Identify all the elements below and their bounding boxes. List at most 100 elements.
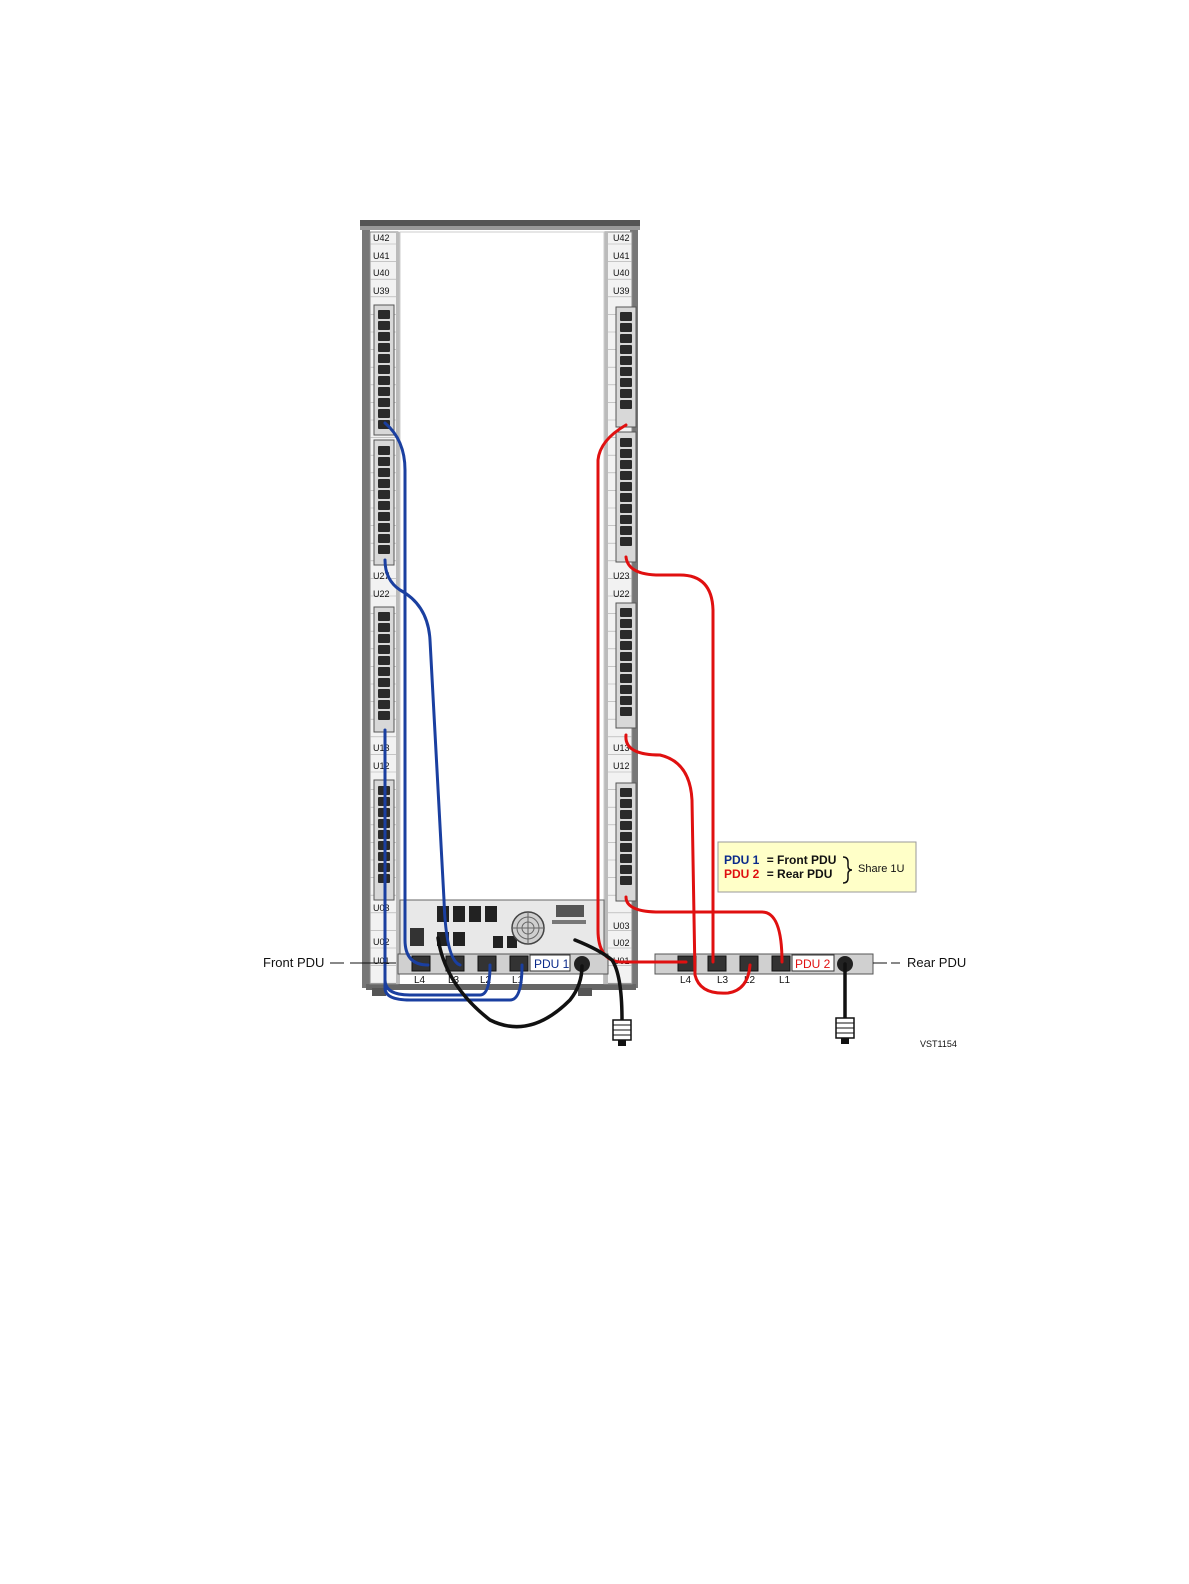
u-label: U02 <box>613 938 630 948</box>
bar-outlet <box>378 376 390 385</box>
bar-outlet <box>620 378 632 387</box>
bar-outlet <box>378 545 390 554</box>
front-pdu: PDU 1 L4 L3 L2 L1 <box>398 954 608 986</box>
figure-id: VST1154 <box>920 1039 957 1049</box>
svg-text:PDU 1 = Front PDU: PDU 1 = Front PDU <box>724 853 836 867</box>
u-label: U02 <box>373 937 390 947</box>
bar-outlet <box>620 674 632 683</box>
legend-box: PDU 1 = Front PDU PDU 2 = Rear PDU Share… <box>718 842 916 892</box>
u-label: U13 <box>373 743 390 753</box>
bar-outlet <box>378 534 390 543</box>
bar-outlet <box>620 707 632 716</box>
bar-outlet <box>620 663 632 672</box>
u-label: U39 <box>613 286 630 296</box>
u-label: U22 <box>613 589 630 599</box>
bar-outlet <box>620 843 632 852</box>
bar-outlet <box>378 700 390 709</box>
bar-outlet <box>620 312 632 321</box>
u-label: U42 <box>373 233 390 243</box>
bar-outlet <box>378 711 390 720</box>
legend-share: Share 1U <box>858 863 905 875</box>
bar-outlet <box>620 367 632 376</box>
u-label: U03 <box>373 903 390 913</box>
front-pdu-plug-icon <box>613 1020 631 1046</box>
bar-outlet <box>620 876 632 885</box>
bar-outlet <box>378 656 390 665</box>
bar-outlet <box>378 446 390 455</box>
bar-outlet <box>620 504 632 513</box>
bottom-equipment <box>400 900 604 954</box>
u-label: U41 <box>373 251 390 261</box>
rear-pdu-callout-label: Rear PDU <box>907 955 966 970</box>
bar-outlet <box>378 612 390 621</box>
u-label: U12 <box>613 761 630 771</box>
bar-outlet <box>620 788 632 797</box>
bar-outlet <box>620 696 632 705</box>
legend-pdu1-eq: = Front PDU <box>767 853 837 867</box>
bar-outlet <box>378 634 390 643</box>
bar-outlet <box>378 689 390 698</box>
bar-outlet <box>620 537 632 546</box>
u-label: U39 <box>373 286 390 296</box>
bar-outlet <box>620 608 632 617</box>
front-pdu-outlet-label: L4 <box>414 975 426 986</box>
bar-outlet <box>620 854 632 863</box>
bar-outlet <box>620 641 632 650</box>
u-label: U41 <box>613 251 630 261</box>
bar-outlet <box>620 323 632 332</box>
front-pdu-callout-label: Front PDU <box>263 955 324 970</box>
bar-outlet <box>378 321 390 330</box>
bar-outlet <box>378 645 390 654</box>
rear-pdu-name: PDU 2 <box>795 957 831 971</box>
bar-outlet <box>378 678 390 687</box>
bar-outlet <box>620 356 632 365</box>
u-label: U12 <box>373 761 390 771</box>
bar-outlet <box>378 667 390 676</box>
u-label: U01 <box>373 956 390 966</box>
bar-outlet <box>378 409 390 418</box>
bar-outlet <box>378 354 390 363</box>
front-pdu-name: PDU 1 <box>534 957 570 971</box>
rear-pdu-outlet-label: L1 <box>779 975 791 986</box>
bar-outlet <box>620 865 632 874</box>
bar-outlet <box>378 398 390 407</box>
bar-outlet <box>378 365 390 374</box>
bar-outlet <box>620 389 632 398</box>
rear-cable-4 <box>626 897 782 962</box>
u-label: U42 <box>613 233 630 243</box>
bar-outlet <box>378 468 390 477</box>
svg-text:PDU 2 = Rear PDU: PDU 2 = Rear PDU <box>724 867 832 881</box>
fan-icon <box>512 912 544 944</box>
bar-outlet <box>620 471 632 480</box>
bar-outlet <box>378 523 390 532</box>
bar-outlet <box>620 400 632 409</box>
u-label: U23 <box>613 571 630 581</box>
bar-outlet <box>620 449 632 458</box>
bar-outlet <box>620 652 632 661</box>
bar-outlet <box>378 332 390 341</box>
rear-pdu-callout: Rear PDU <box>873 955 966 970</box>
bar-outlet <box>378 387 390 396</box>
bar-outlet <box>620 515 632 524</box>
bar-outlet <box>378 501 390 510</box>
legend-pdu1: PDU 1 <box>724 853 760 867</box>
bar-outlet <box>620 821 632 830</box>
legend-pdu2: PDU 2 <box>724 867 760 881</box>
bar-outlet <box>378 457 390 466</box>
u-label: U22 <box>373 589 390 599</box>
bar-outlet <box>378 479 390 488</box>
bar-outlet <box>378 623 390 632</box>
legend-pdu2-eq: = Rear PDU <box>767 867 833 881</box>
bar-outlet <box>620 810 632 819</box>
bar-outlet <box>378 512 390 521</box>
bar-outlet <box>620 438 632 447</box>
bar-outlet <box>620 334 632 343</box>
u-label: U40 <box>373 268 390 278</box>
rear-pdu-plug-icon <box>836 1018 854 1044</box>
bar-outlet <box>620 482 632 491</box>
rear-pdu-outlet-label: L3 <box>717 975 729 986</box>
u-label: U03 <box>613 921 630 931</box>
rear-pdu: PDU 2 L4 L3 L2 L1 <box>655 954 873 986</box>
bar-outlet <box>620 345 632 354</box>
